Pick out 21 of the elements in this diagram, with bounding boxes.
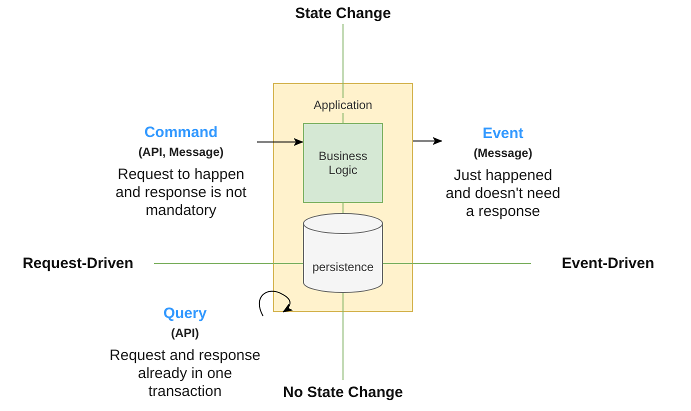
node-subtitle: (API) [170,325,200,341]
node-heading: Command [143,124,219,142]
axis-label: Event-Driven [562,255,654,273]
arrow [412,137,442,145]
cylinder-label: persistence [312,259,374,275]
node-heading: Event [482,125,524,143]
axis-label: Request-Driven [22,255,134,273]
axis-label: No State Change [283,384,403,402]
container-label: Application [312,98,374,113]
curved-arrow [258,290,293,317]
node-description: Request and response already in one transaction [108,347,262,401]
node-description: Just happened and doesn't need a response [444,167,562,221]
node-subtitle: (API, Message) [137,144,225,160]
node-heading: Query [162,305,208,323]
process-box [303,123,383,203]
container-box [273,83,413,312]
arrow [256,138,304,146]
box-label: Business Logic [318,149,368,177]
axis-label: State Change [295,5,391,23]
node-description: Request to happen and response is not mandatory [114,166,248,220]
node-subtitle: (Message) [472,145,534,161]
